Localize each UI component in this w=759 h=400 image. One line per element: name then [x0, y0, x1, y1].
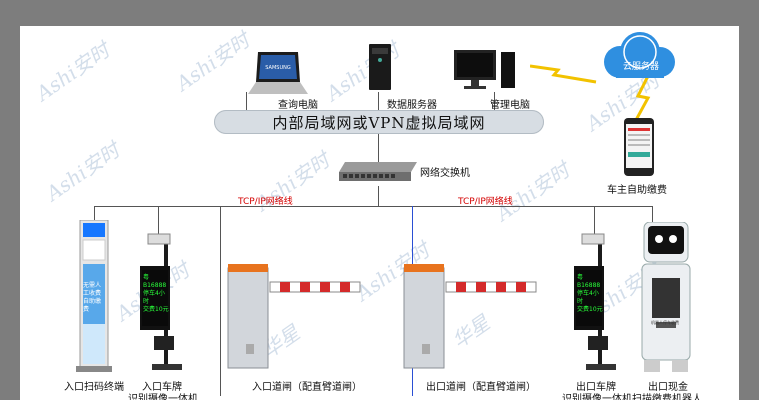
led-line: 粤B16888: [143, 274, 167, 289]
smartphone-icon: [624, 118, 654, 176]
connector-line: [378, 186, 379, 206]
kiosk-label-1: 出口现金: [648, 382, 688, 393]
laptop-icon: SAMSUNG: [248, 52, 308, 94]
connector-line: [378, 134, 379, 168]
entry-led-display: 粤B16888 停车4小时 交费10元: [143, 274, 169, 314]
tcp-label-left: TCP/IP网络线: [238, 197, 293, 207]
connector-line: [494, 92, 495, 110]
lightning-icon: [634, 76, 651, 121]
watermark: Ashi安时: [491, 157, 575, 226]
entry-camera-label-1: 入口车牌: [142, 382, 182, 393]
connector-line: [94, 206, 95, 220]
led-line: 停车4小时: [143, 290, 165, 305]
payment-robot-kiosk-icon: [641, 222, 691, 372]
desktop-icon: [454, 50, 515, 89]
query-pc-label: 查询电脑: [278, 100, 318, 111]
exit-camera-label-2: 识别摄像一体机: [562, 394, 632, 400]
entry-scan-terminal-icon: [76, 220, 112, 372]
led-line: 粤B16888: [577, 274, 601, 289]
entry-gate-label: 入口道闸（配直臂道闸）: [252, 382, 362, 393]
lan-banner: 内部局域网或VPN虚拟局域网: [214, 110, 544, 134]
cloud-label: 云服务器: [623, 62, 660, 72]
led-line: 停车4小时: [577, 290, 599, 305]
exit-led-display: 粤B16888 停车4小时 交费10元: [577, 274, 603, 314]
exit-gate-label: 出口道闸（配直臂道闸）: [426, 382, 536, 393]
admin-pc-label: 管理电脑: [490, 100, 530, 111]
exit-barrier-gate-icon: [403, 264, 537, 369]
connector-line: [594, 206, 595, 236]
network-switch-icon: [339, 162, 417, 181]
connector-line: [158, 206, 159, 236]
lightning-icon: [530, 64, 597, 84]
kiosk-caption: 机器人停车收费: [651, 320, 679, 325]
entry-camera-label-2: 识别摄像一体机: [128, 394, 198, 400]
mobile-label: 车主自助缴费: [607, 185, 667, 196]
watermark: Ashi安时: [31, 37, 115, 106]
led-line: 交费10元: [143, 306, 169, 313]
connector-line: [652, 206, 653, 222]
server-icon: [369, 44, 391, 90]
kiosk-label-2: 扫描缴费机器人: [632, 394, 702, 400]
laptop-brand: SAMSUNG: [265, 65, 291, 71]
terminal-screen-text: 无需人工收费 自助缴费: [83, 282, 102, 313]
exit-camera-pole-icon: [574, 233, 616, 370]
connector-line: [246, 92, 247, 110]
tcp-label-right: TCP/IP网络线: [458, 197, 513, 207]
entry-terminal-label: 入口扫码终端: [64, 382, 124, 393]
led-line: 交费10元: [577, 306, 603, 313]
entry-camera-pole-icon: [140, 233, 182, 370]
entry-barrier-gate-icon: [227, 264, 361, 369]
data-server-label: 数据服务器: [387, 100, 437, 111]
connector-line: [220, 206, 221, 396]
diagram-canvas: Ashi安时 Ashi安时 Ashi安时 Ashi安时 Ashi安时 Ashi安…: [20, 26, 739, 400]
cloud-icon: [604, 32, 675, 78]
watermark: Ashi安时: [171, 27, 255, 96]
watermark: Ashi安时: [41, 137, 125, 206]
exit-camera-label-1: 出口车牌: [576, 382, 616, 393]
connector-line: [94, 206, 652, 207]
switch-label: 网络交换机: [420, 168, 470, 179]
connector-line: [378, 92, 379, 110]
